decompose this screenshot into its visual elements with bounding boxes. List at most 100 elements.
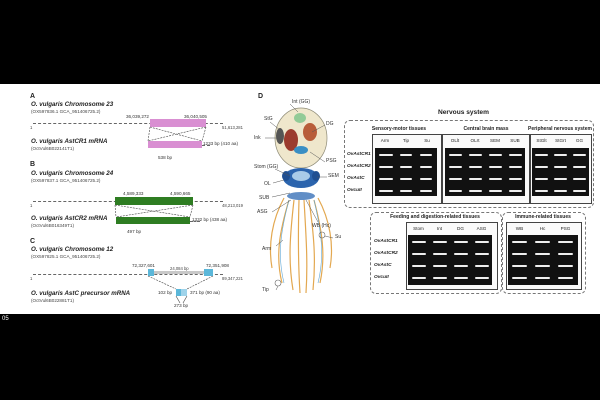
panel-c-chrom-accession: (OX597825.1 GCA_951406725.2)	[31, 254, 101, 259]
lane-tip: Tip	[402, 138, 410, 143]
lane-sem: SEM	[490, 138, 500, 143]
peripheral-gel	[532, 148, 589, 196]
feeding-box	[370, 212, 502, 294]
panel-a-mrna-utr-line	[202, 145, 210, 146]
peripheral-ns-title: Peripheral nervous system	[528, 126, 592, 132]
central-brain-gel	[445, 148, 525, 196]
anat-label-stg: StG	[264, 116, 273, 122]
panel-label-d: D	[258, 93, 264, 100]
panel-b-end-coord: 4,590,665	[170, 191, 191, 196]
panel-a-gene-locus	[150, 119, 206, 127]
fd-gene-astc: OvAstC	[374, 263, 392, 268]
panel-a-chrom-accession: (OX597836.1 GCA_951406725.2)	[31, 109, 101, 114]
anat-label-su: Su	[335, 234, 342, 240]
panel-c-chromosome-line	[33, 274, 223, 275]
panel-a-chrom-origin: 1	[30, 125, 33, 130]
lane-olrt: OLrt	[470, 138, 480, 143]
lane-sub: SUB	[510, 138, 520, 143]
lane-hc: Hc	[539, 226, 546, 231]
panel-c-exon-2	[204, 269, 213, 276]
panel-c-chrom-origin: 1	[30, 276, 33, 281]
sensory-motor-title: Sensory-motor tissues	[371, 126, 427, 132]
panel-b-chrom-accession: (OX597837.1 GCA_951406725.2)	[31, 178, 101, 183]
panel-c-mrna-title: O. vulgaris AstC precursor mRNA	[31, 290, 131, 297]
panel-c-mrna-exon-1	[176, 289, 181, 296]
anat-label-asg: ASG	[257, 209, 268, 215]
panel-b-mrna-cds	[116, 217, 190, 224]
lane-psg: PSG	[560, 226, 571, 231]
top-black-bar	[0, 0, 600, 84]
panel-a-chrom-title: O. vulgaris Chromosome 23	[31, 101, 114, 108]
panel-b-mrna-utr-line	[190, 221, 200, 222]
panel-b-chrom-title: O. vulgaris Chromosome 24	[31, 170, 114, 177]
panel-c-mrna-exon-2	[181, 289, 187, 296]
lane-wb: WB	[515, 226, 524, 231]
panel-b-cds-length: 1332 bp (438 aa)	[192, 217, 227, 222]
panel-c-mrna-accession: (OctVul6B022881T1)	[31, 298, 74, 303]
page-number: 05	[2, 316, 9, 322]
lane-gg: GG	[575, 138, 584, 143]
bottom-black-bar	[0, 314, 600, 400]
panel-c-exon-1	[148, 269, 154, 276]
fd-gene-astcr1: OvAstCR1	[374, 239, 398, 244]
panel-label-c: C	[30, 238, 36, 245]
immune-box	[502, 212, 586, 294]
fd-gene-astcr2: OvAstCR2	[374, 251, 398, 256]
ns-gene-astcr2: OvAstCR2	[347, 164, 371, 169]
panel-c-intron	[154, 271, 204, 274]
anat-label-dg: DG	[326, 121, 334, 127]
panel-label-a: A	[30, 93, 36, 100]
anat-label-sem: SEM	[328, 173, 339, 179]
lane-dg: DG	[457, 226, 464, 231]
ns-gene-astcr1: OvAstCR1	[347, 152, 371, 157]
anat-label-stom: Stom (GG)	[254, 164, 279, 170]
panel-b-mrna-title: O. vulgaris AstCR2 mRNA	[31, 215, 108, 222]
anat-label-ink: Ink	[254, 135, 261, 141]
panel-a-utr-length: 538 bp	[158, 155, 173, 160]
lane-ollt: OLlt	[450, 138, 460, 143]
ns-gene-astc: OvAstC	[347, 176, 365, 181]
central-brain-title: Central brain mass	[463, 126, 509, 132]
panel-b-mrna-accession: (OctVul6B016349T1)	[31, 223, 74, 228]
feeding-gel	[408, 235, 492, 285]
anat-label-tip: Tip	[262, 287, 269, 293]
fd-gene-cuii: OvcuII	[374, 275, 389, 280]
panel-c-exon3-length: 273 bp	[174, 303, 189, 308]
panel-a-mrna-cds	[148, 141, 202, 148]
anat-label-sub: SUB	[259, 195, 270, 201]
nervous-system-title: Nervous system	[438, 109, 489, 116]
anat-label-psg: PSG	[326, 158, 337, 164]
panel-c-intron-length: 24,084 bp	[170, 266, 189, 271]
sensory-motor-gel	[375, 148, 437, 196]
panel-b-start-coord: 4,589,333	[123, 191, 144, 196]
panel-a-cds-length: 1233 bp (410 aa)	[203, 141, 238, 146]
immune-gel	[508, 235, 578, 285]
panel-c-chrom-length: 89,347,221	[222, 276, 243, 281]
panel-a-chrom-length: 51,613,281	[222, 125, 243, 130]
lane-stgrt: StGrt	[555, 138, 566, 143]
anat-label-ol: OL	[264, 181, 271, 187]
lane-asg: ASG	[476, 226, 487, 231]
panel-c-end-coord: 72,351,908	[206, 263, 229, 268]
panel-a-chromosome-line	[33, 123, 223, 124]
panel-label-b: B	[30, 161, 36, 168]
anat-label-arm: Arm	[262, 246, 272, 252]
lane-arm: Arm	[380, 138, 390, 143]
lane-stglt: StGlt	[536, 138, 547, 143]
feeding-title: Feeding and digestion-related tissues	[390, 214, 480, 220]
anat-label-int: Int (GG)	[292, 99, 311, 105]
panel-b-utr-length: 497 bp	[127, 229, 142, 234]
panel-a-mrna-accession: (OctVul6B022141T1)	[31, 146, 74, 151]
panel-c-exon2-length: 371 bp (90 aa)	[190, 290, 220, 295]
panel-a-mrna-title: O. vulgaris AstCR1 mRNA	[31, 138, 108, 145]
immune-title: Immune-related tissues	[515, 214, 571, 220]
panel-b-chrom-length: 48,213,019	[222, 203, 243, 208]
panel-a-start-coord: 36,039,272	[126, 114, 149, 119]
ns-gene-cuii: OvcuII	[347, 188, 362, 193]
lane-int: Int	[436, 226, 443, 231]
panel-c-chrom-title: O. vulgaris Chromosome 12	[31, 246, 114, 253]
panel-c-exon1-length: 102 bp	[158, 290, 173, 295]
anat-label-wb: WB (Hc)	[312, 223, 331, 229]
